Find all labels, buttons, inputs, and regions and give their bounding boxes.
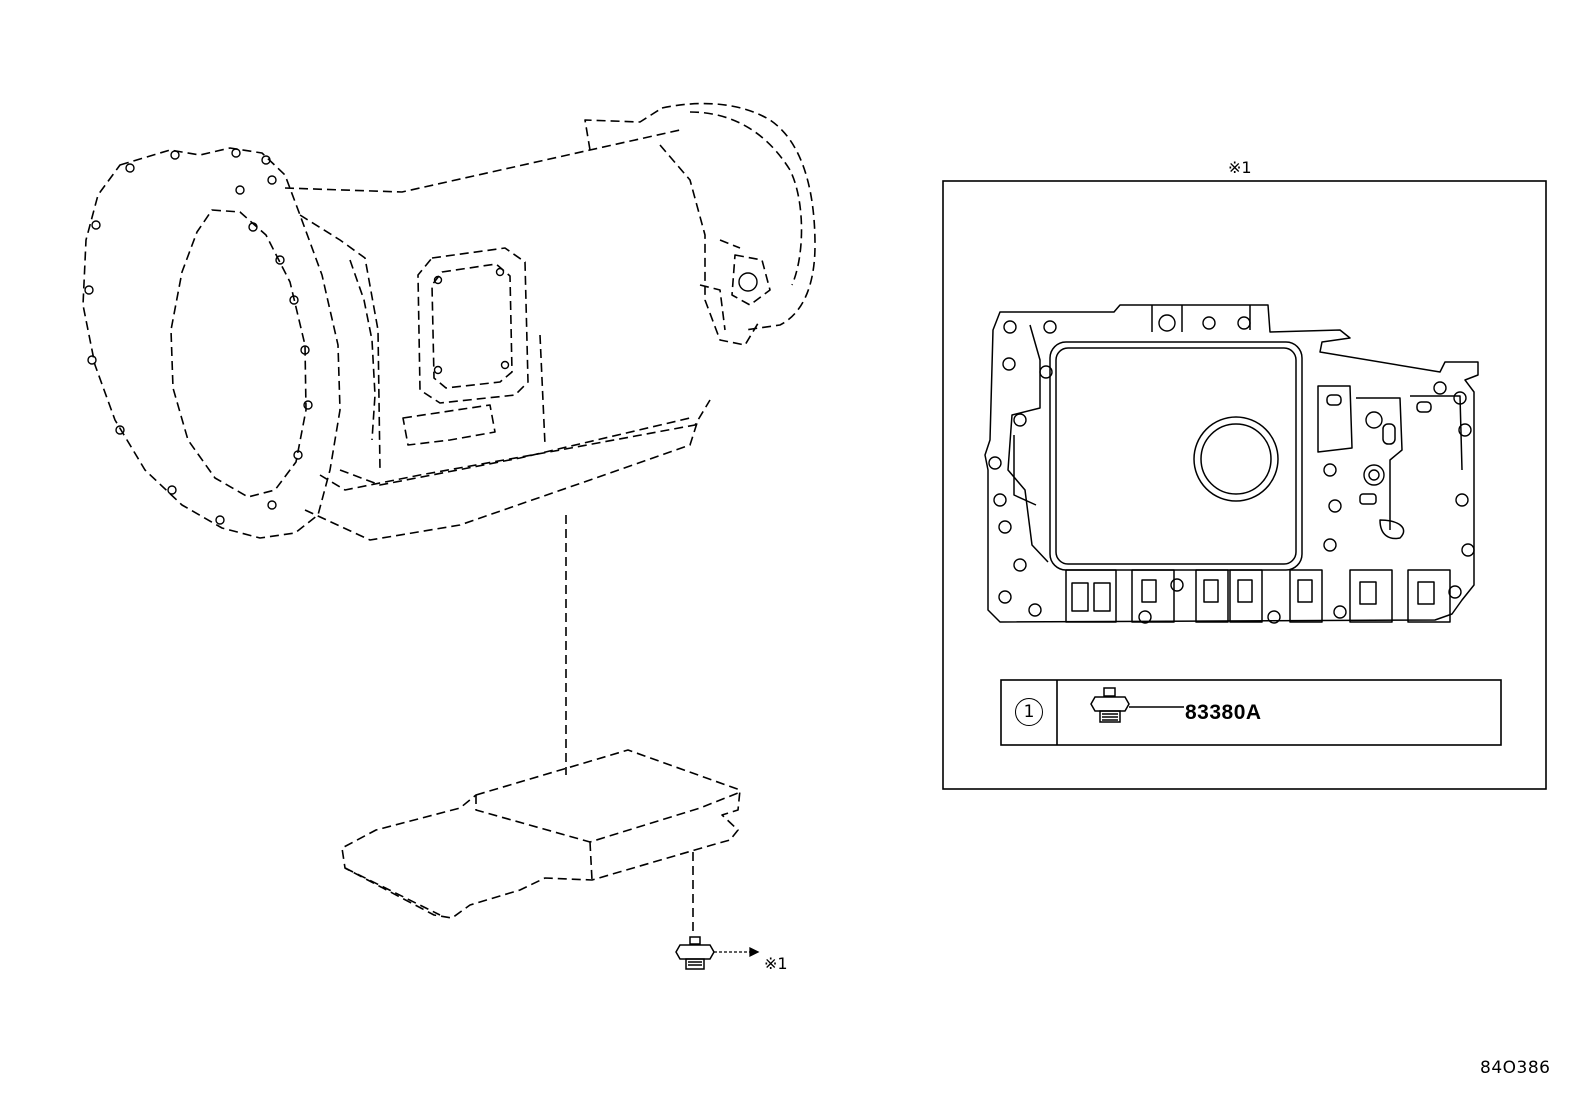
legend-table xyxy=(1000,679,1502,746)
part-number: 83380A xyxy=(1185,701,1262,724)
diagram-reference: 84O386 xyxy=(1480,1058,1551,1078)
flange-bolts xyxy=(84,148,758,525)
plug-icon xyxy=(1090,687,1184,723)
box-header-symbol: ※1 xyxy=(1228,158,1252,177)
callout-leader xyxy=(714,946,760,958)
transmission-assembly xyxy=(82,102,816,775)
reference-box xyxy=(942,180,1547,790)
oil-pan xyxy=(341,749,741,935)
index-number: 1 xyxy=(1015,698,1043,726)
drain-plug-icon xyxy=(675,936,715,970)
valve-body-bolts xyxy=(988,314,1475,624)
valve-body xyxy=(984,304,1479,623)
solenoid-row xyxy=(1065,569,1451,623)
callout-symbol: ※1 xyxy=(764,954,788,973)
